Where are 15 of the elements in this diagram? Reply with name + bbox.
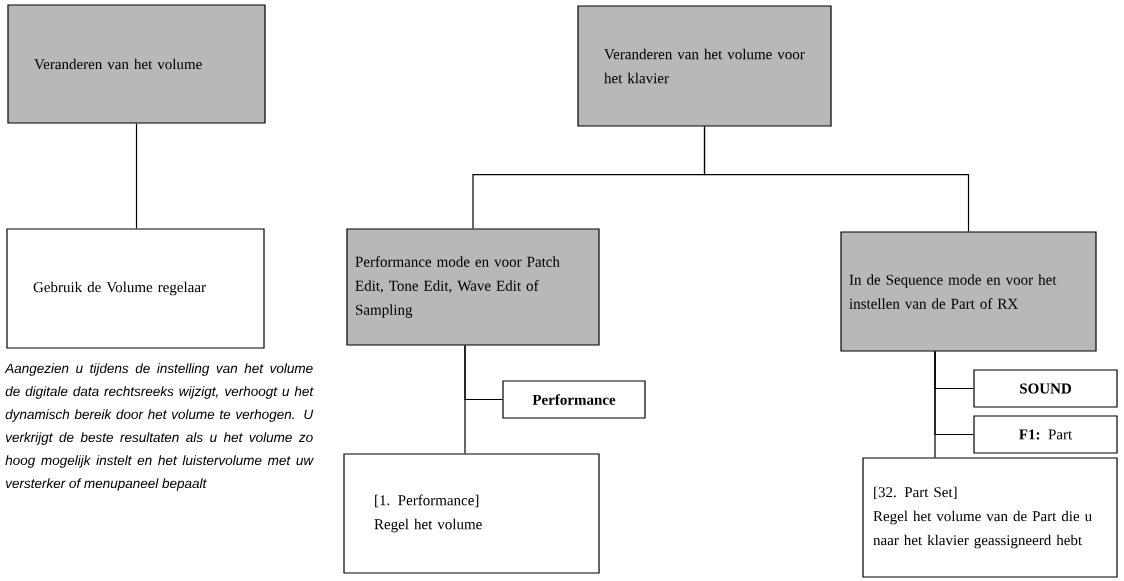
connector-line [135, 123, 138, 229]
button-box: SOUND [973, 369, 1118, 408]
mode-box: Performance mode en voor Patch Edit, Tone Edit, Wave Edit of Sampling [346, 228, 600, 346]
connector-line [703, 126, 970, 232]
connector-line [934, 351, 936, 458]
action-box: [1. Performance] Regel het volume [343, 453, 600, 574]
connector-line [464, 345, 466, 454]
title-box: Veranderen van het volume [7, 4, 266, 124]
action-box: [32. Part Set] Regel het volume van de Part die u naar het klavier geassigneerd hebt [862, 457, 1118, 578]
title-box: Veranderen van het volume voor het klavier [577, 5, 832, 127]
button-box: F1: Part [973, 415, 1118, 454]
mode-box: In de Sequence mode en voor het instellen van de Part of RX [840, 231, 1097, 352]
note-paragraph: Aangezien u tijdens de instelling van het volume de digitale data rechtsreeks wijzigt, verhoogt u het dynamisch bereik door het volume te verhogen. U verkrijgt de beste resultaten als u het volume zo hoog mogelijk instelt en het luistervolume met uw versterker of menupaneel bepaalt [4, 363, 314, 491]
action-box: Gebruik de Volume regelaar [6, 228, 265, 349]
button-box: Performance [502, 380, 646, 419]
